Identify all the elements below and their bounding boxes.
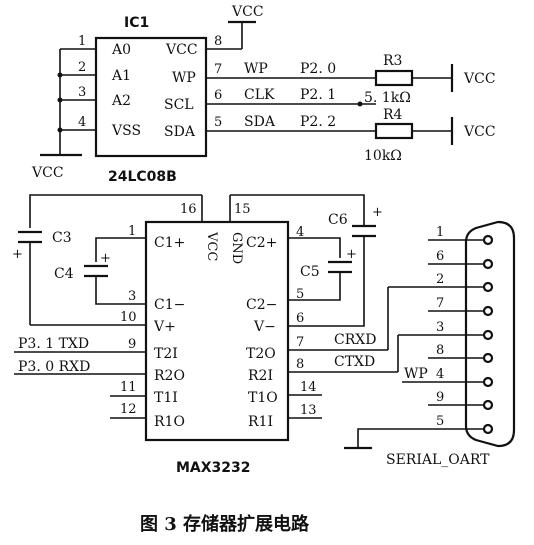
ic1-pin-label: WP: [172, 70, 196, 86]
net-label-ctxd: CTXD: [334, 354, 375, 370]
max-pin-num: 13: [300, 403, 317, 418]
max-pin-num: 3: [128, 289, 136, 304]
max-pin-num: 12: [120, 402, 137, 417]
ic1-pin-label: SCL: [164, 97, 194, 113]
max-pin-label: R1O: [154, 414, 185, 430]
net-label-p30: P3. 0 RXD: [18, 359, 90, 375]
max-pin-label: VCC: [204, 231, 219, 261]
ic1-pin-num: 7: [214, 62, 222, 77]
connector-label: SERIAL_OART: [386, 452, 490, 468]
db9-pin-num: 2: [436, 272, 444, 287]
ic1-pin-label: A1: [111, 68, 131, 84]
cap-ref: C3: [52, 230, 72, 246]
db9-pin-num: 5: [436, 414, 444, 429]
max-pin-num: 6: [296, 311, 304, 326]
ic1-name: IC1: [124, 15, 149, 31]
ic1-pin-num: 1: [78, 34, 86, 49]
net-label-crxd: CRXD: [334, 332, 376, 348]
net-label-p22: P2. 2: [300, 114, 336, 130]
plus-sign: +: [346, 247, 357, 262]
plus-sign: +: [12, 247, 23, 262]
ic1-pin-num: 3: [78, 85, 86, 100]
cap-ref: C4: [54, 266, 74, 282]
max-pin-label: V+: [153, 319, 176, 335]
max-pin-label: T1O: [248, 390, 278, 406]
max-pin-num: 9: [128, 337, 136, 352]
db9-pin-num: 7: [436, 296, 444, 311]
ic1-body: [94, 36, 208, 158]
ic1-pin-num: 4: [78, 115, 86, 130]
max-pin-num: 7: [296, 335, 304, 350]
ic1-pin-label: VSS: [111, 123, 141, 139]
vcc-label: VCC: [463, 124, 496, 140]
max-pin-label: GND: [229, 232, 244, 264]
cap-ref: C6: [328, 212, 348, 228]
net-label-clk: CLK: [244, 87, 275, 103]
net-label-wp: WP: [244, 61, 268, 77]
ic1-pin-num: 8: [214, 34, 222, 49]
max-pin-num: 14: [300, 380, 317, 395]
resistor-r3: [374, 69, 414, 87]
max-pin-label: C2+: [246, 235, 277, 251]
ic1-gnd-vcc-label: VCC: [31, 165, 64, 181]
ic1-vcc-label: VCC: [231, 4, 264, 20]
ic1-part: 24LC08B: [108, 169, 177, 185]
figure-caption: 图 3 存储器扩展电路: [140, 513, 310, 535]
db9-pins: [482, 234, 494, 435]
vcc-label: VCC: [463, 71, 496, 87]
net-label-p21: P2. 1: [300, 87, 336, 103]
max-pin-label: T1I: [154, 390, 178, 406]
db9-connector-shell: [464, 220, 516, 448]
db9-pin-num: 4: [436, 367, 444, 382]
max-pin-label: C1−: [154, 297, 185, 313]
net-label-wp-connector: WP: [404, 366, 428, 382]
net-label-sda: SDA: [244, 114, 276, 130]
max-pin-label: V−: [253, 319, 276, 335]
max-pin-num: 15: [234, 202, 251, 217]
max-pin-label: C1+: [154, 235, 185, 251]
db9-pin-num: 3: [436, 320, 444, 335]
resistor-ref: R3: [383, 53, 402, 69]
max-pin-label: T2I: [154, 346, 178, 362]
max-pin-num: 16: [180, 202, 197, 217]
max-pin-num: 1: [128, 224, 136, 239]
db9-pin-num: 6: [436, 249, 444, 264]
max-pin-num: 4: [296, 225, 304, 240]
ic1-pin-label: VCC: [165, 42, 198, 58]
net-label-p31: P3. 1 TXD: [18, 336, 89, 352]
resistor-value: 10kΩ: [364, 148, 402, 164]
ic1-pin-label: A2: [111, 93, 131, 109]
max-pin-num: 11: [120, 380, 137, 395]
max3232-part: MAX3232: [176, 460, 251, 476]
cap-ref: C5: [300, 264, 320, 280]
max-pin-label: T2O: [246, 346, 276, 362]
max-pin-label: C2−: [246, 297, 277, 313]
max-pin-label: R2O: [154, 368, 185, 384]
ic1-pin-num: 6: [214, 88, 222, 103]
plus-sign: +: [372, 205, 383, 220]
max-pin-num: 5: [296, 287, 304, 302]
resistor-value: 5. 1kΩ: [364, 90, 411, 106]
ic1-pin-num: 5: [214, 115, 222, 130]
max-pin-label: R2I: [248, 368, 273, 384]
max-pin-num: 8: [296, 357, 304, 372]
db9-pin-num: 8: [436, 343, 444, 358]
max3232-body: [144, 220, 290, 442]
ic1-pin-num: 2: [78, 60, 86, 75]
db9-pin-num: 9: [436, 390, 444, 405]
ic1-pin-label: SDA: [164, 124, 196, 140]
max-pin-num: 10: [120, 310, 137, 325]
ic1-pin-label: A0: [111, 42, 131, 58]
plus-sign: +: [100, 251, 111, 266]
max-pin-label: R1I: [248, 414, 273, 430]
resistor-ref: R4: [383, 107, 403, 123]
db9-pin-num: 1: [436, 225, 444, 240]
resistor-r4: [374, 122, 414, 140]
net-label-p20: P2. 0: [300, 61, 336, 77]
